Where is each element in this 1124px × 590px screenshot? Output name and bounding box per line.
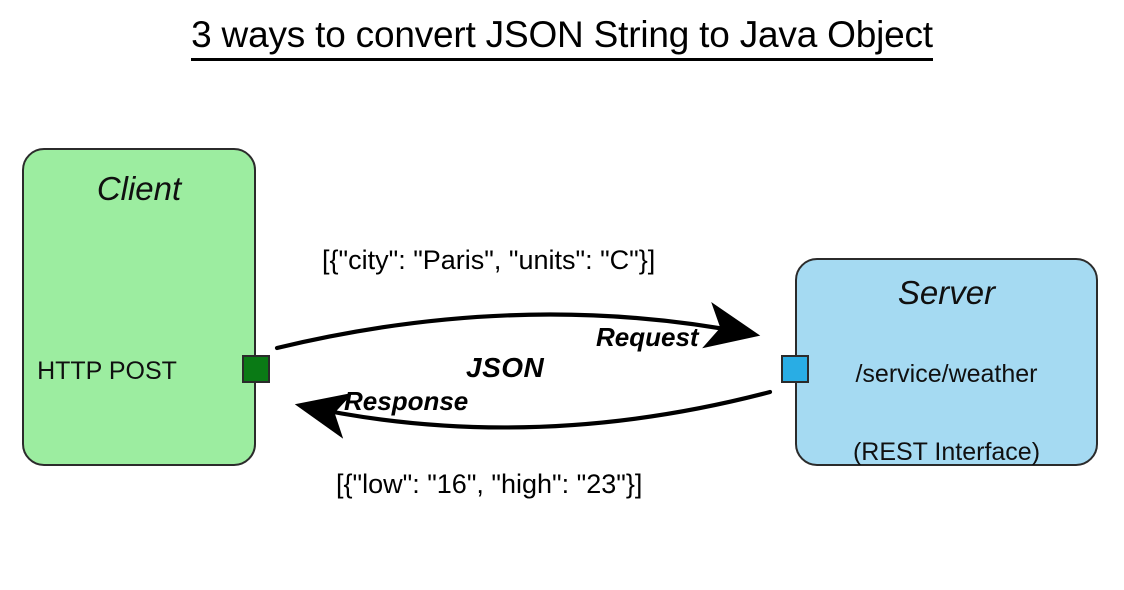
response-label: Response <box>344 386 469 416</box>
client-node: Client <box>22 148 256 466</box>
request-payload-label: [{"city": "Paris", "units": "C"}] <box>322 245 656 275</box>
page-title: 3 ways to convert JSON String to Java Ob… <box>0 14 1124 61</box>
server-node: Server /service/weather (REST Interface) <box>795 258 1098 466</box>
client-method-label: HTTP POST <box>37 357 177 385</box>
request-label: Request <box>596 322 699 352</box>
server-title: Server <box>897 274 996 311</box>
response-payload-label: [{"low": "16", "high": "23"}] <box>336 469 643 499</box>
client-port-icon <box>242 355 270 383</box>
json-format-label: JSON <box>466 352 545 383</box>
page-title-text: 3 ways to convert JSON String to Java Ob… <box>191 14 933 61</box>
client-title: Client <box>96 170 182 207</box>
server-path-label: /service/weather <box>855 360 1038 388</box>
server-interface-label: (REST Interface) <box>852 438 1041 466</box>
server-port-icon <box>781 355 809 383</box>
